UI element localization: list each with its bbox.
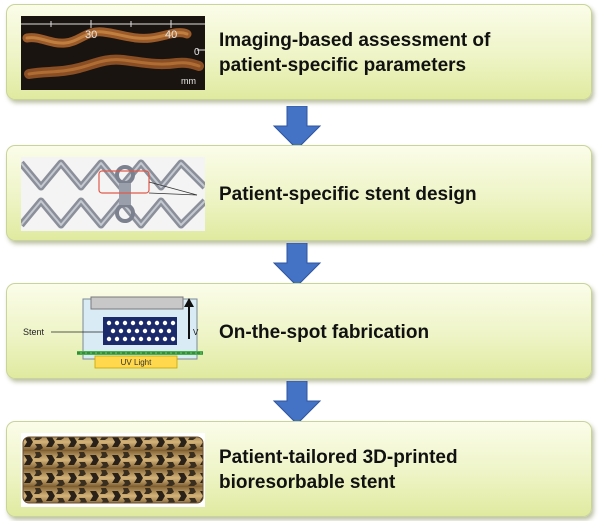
scale-label-0: 0 — [194, 47, 200, 58]
down-arrow-icon — [272, 106, 322, 150]
uv-light-label: UV Light — [121, 358, 152, 367]
stent-design-model-image — [21, 157, 205, 231]
fabrication-schematic-image: UV Light Stent V — [21, 295, 205, 369]
velocity-label: V — [193, 328, 199, 337]
scale-label-mm: mm — [181, 76, 196, 86]
stent-label: Stent — [23, 327, 45, 337]
step-3-label: On-the-spot fabrication — [219, 321, 430, 343]
step-4-box: Patient-tailored 3D-printed bioresorbabl… — [6, 421, 592, 517]
step-2-box: Patient-specific stent design — [6, 145, 592, 241]
scale-label-30: 30 — [85, 29, 97, 41]
down-arrow-icon — [272, 381, 322, 425]
step-1-label: Imaging-based assessment of patient-spec… — [219, 30, 491, 76]
scale-label-40: 40 — [165, 29, 177, 41]
printed-stent-photo — [21, 433, 205, 507]
step-1-box: 30 40 0 mm Imaging-based assessment of p… — [6, 4, 592, 100]
vessel-imaging-image: 30 40 0 mm — [21, 16, 205, 90]
step-3-box: UV Light Stent V On-the-spot fabrication — [6, 283, 592, 379]
down-arrow-icon — [272, 243, 322, 287]
step-2-label: Patient-specific stent design — [219, 183, 477, 205]
step-4-label: Patient-tailored 3D-printed bioresorbabl… — [219, 447, 458, 493]
